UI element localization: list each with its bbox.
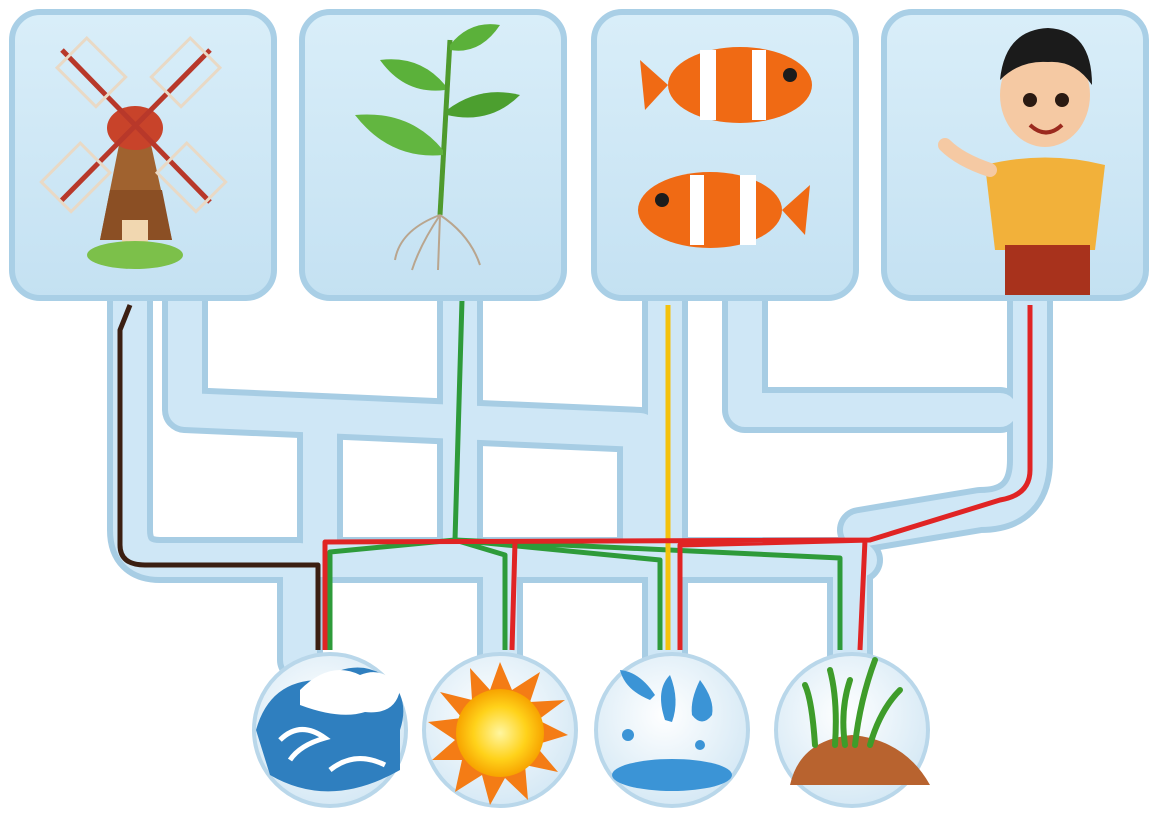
circle-water[interactable] <box>596 654 748 806</box>
circle-wind[interactable] <box>254 654 406 806</box>
bottom-circles <box>254 654 930 806</box>
top-cards <box>12 12 1146 298</box>
circle-sun[interactable] <box>424 654 576 806</box>
card-windmill[interactable] <box>12 12 274 298</box>
circle-soil[interactable] <box>776 654 930 806</box>
card-fish[interactable] <box>594 12 856 298</box>
card-plant[interactable] <box>302 12 564 298</box>
pipe-network <box>130 290 1030 660</box>
connection-lines <box>120 300 1030 650</box>
card-boy[interactable] <box>884 12 1146 298</box>
